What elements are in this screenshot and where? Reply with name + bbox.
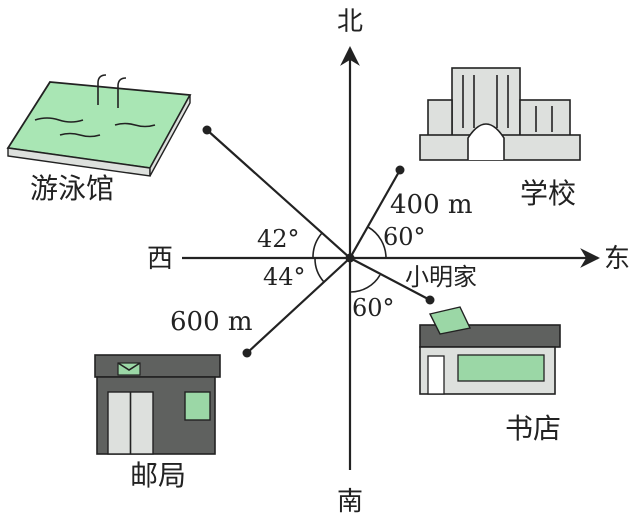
- pool-illustration: [6, 74, 192, 177]
- post-office-point: [242, 348, 252, 358]
- school-label: 学校: [520, 177, 576, 210]
- pool-label: 游泳馆: [30, 172, 114, 205]
- post-office-distance-label: 600 m: [170, 307, 253, 337]
- school-angle-label: 60°: [383, 223, 426, 251]
- bookstore-label: 书店: [505, 412, 561, 445]
- ray-to-pool: [206, 129, 351, 259]
- arc-pool-angle: [312, 232, 323, 259]
- home-label: 小明家: [405, 263, 477, 291]
- post-office-label: 邮局: [130, 459, 186, 492]
- bookstore-angle-label: 60°: [352, 294, 395, 322]
- east-label: 东: [604, 244, 630, 274]
- school-illustration: [419, 67, 581, 161]
- ray-to-post-office: [246, 257, 351, 354]
- post-office-illustration: [94, 354, 221, 455]
- pool-angle-label: 42°: [257, 225, 300, 253]
- school-distance-label: 400 m: [390, 190, 473, 220]
- bookstore-point: [425, 295, 435, 305]
- ray-to-bookstore: [349, 257, 431, 301]
- ray-to-school: [349, 169, 401, 259]
- school-point: [395, 165, 405, 175]
- post-office-angle-label: 44°: [263, 263, 306, 291]
- arc-bookstore-angle: [349, 274, 381, 293]
- arc-school-angle: [367, 226, 387, 259]
- pool-point: [202, 125, 212, 135]
- south-label: 南: [337, 487, 363, 517]
- home-point: [345, 253, 355, 263]
- bookstore-illustration: [419, 306, 561, 395]
- north-label: 北: [337, 7, 363, 37]
- arc-post-office-angle: [314, 257, 325, 283]
- west-label: 西: [147, 244, 173, 274]
